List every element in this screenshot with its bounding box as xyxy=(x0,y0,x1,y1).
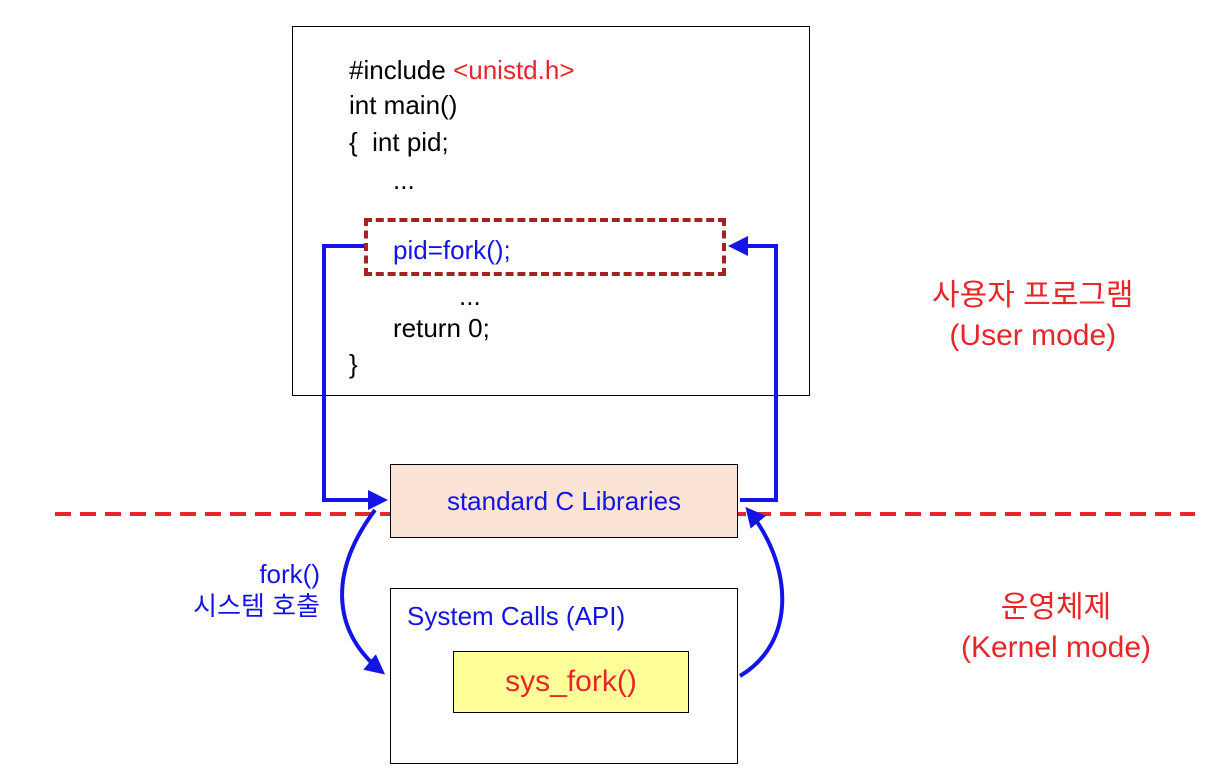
syscall-return-arrow xyxy=(738,506,785,678)
return-statement: return 0; xyxy=(393,313,490,343)
kernel-mode-line2: (Kernel mode) xyxy=(960,631,1152,664)
user-mode-label: 사용자 프로그램 (User mode) xyxy=(932,276,1134,356)
fork-syscall-label: fork() 시스템 호출 xyxy=(150,558,320,622)
kernel-mode-label: 운영체제 (Kernel mode) xyxy=(948,588,1164,668)
ellipsis-2: ... xyxy=(459,281,481,311)
include-keyword: #include xyxy=(349,55,454,85)
user-mode-line1: 사용자 프로그램 xyxy=(932,279,1134,312)
fork-syscall-line2: 시스템 호출 xyxy=(193,591,320,621)
fork-call-highlight xyxy=(364,218,726,276)
call-arrow-to-library xyxy=(322,244,388,510)
include-header: <unistd.h> xyxy=(453,55,575,85)
sys-fork-label: sys_fork() xyxy=(505,665,637,698)
return-arrow-to-program xyxy=(728,236,778,502)
sys-fork-box: sys_fork() xyxy=(453,651,689,713)
syscall-arrow xyxy=(340,508,386,675)
fork-call-line: pid=fork(); xyxy=(393,235,511,265)
close-brace: } xyxy=(349,349,358,379)
ellipsis-1: ... xyxy=(393,165,415,195)
main-signature: int main() xyxy=(349,90,458,120)
system-calls-title: System Calls (API) xyxy=(407,601,626,631)
standard-c-library-box: standard C Libraries xyxy=(390,464,738,538)
include-line: #include <unistd.h> xyxy=(349,55,575,85)
kernel-mode-line1: 운영체제 xyxy=(1000,591,1112,624)
pid-declaration: { int pid; xyxy=(349,127,449,157)
fork-syscall-line1: fork() xyxy=(259,559,320,589)
library-label: standard C Libraries xyxy=(446,485,682,516)
system-calls-box: System Calls (API) sys_fork() xyxy=(390,588,738,764)
user-program-code-box: #include <unistd.h> int main() { int pid… xyxy=(292,26,810,396)
user-mode-line2: (User mode) xyxy=(949,319,1117,352)
